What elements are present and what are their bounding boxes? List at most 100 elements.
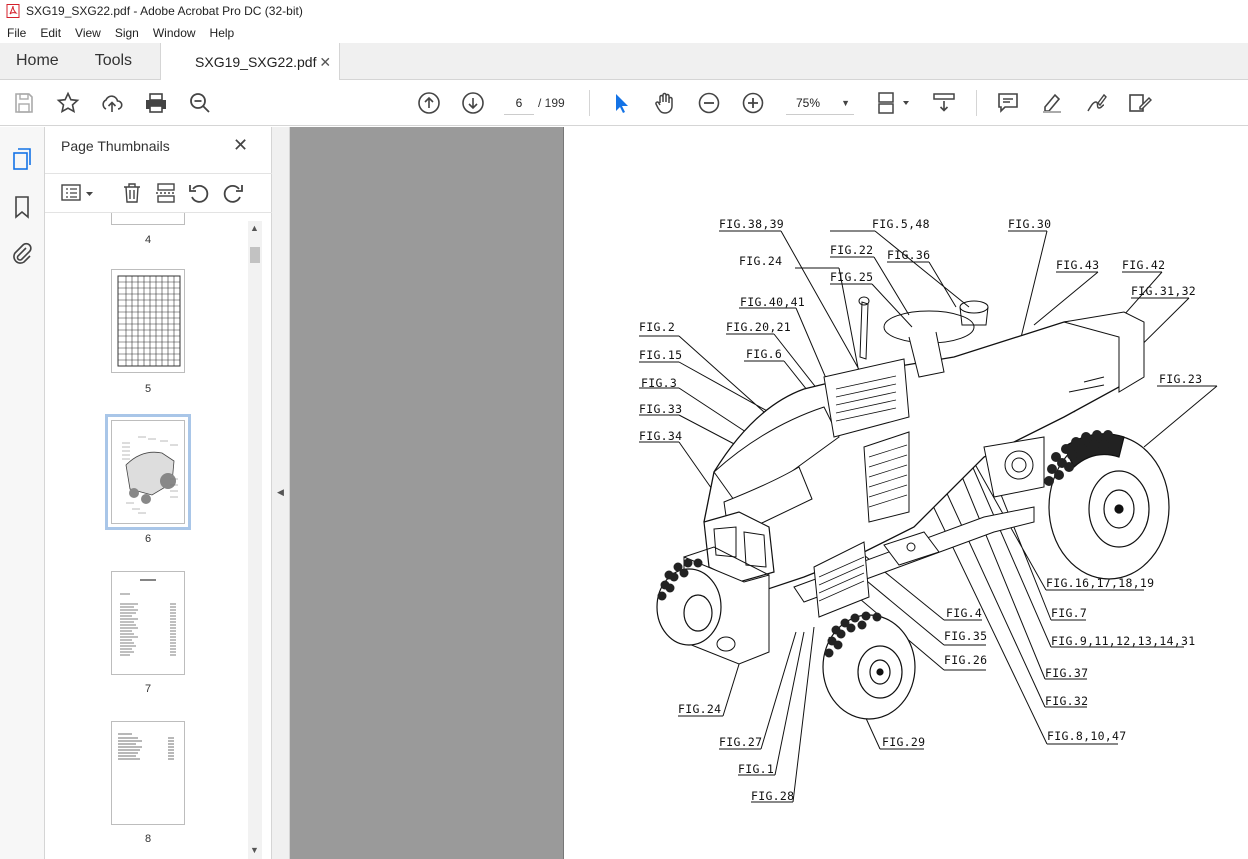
toolbar-divider [589,90,590,116]
previous-page-icon[interactable] [417,91,441,115]
diagram-label: FIG.6 [746,347,783,361]
diagram-label: FIG.22 [830,243,874,257]
page-number-input[interactable]: 6 [504,91,534,115]
diagram-label: FIG.27 [719,735,763,749]
attachment-icon[interactable] [10,241,34,265]
delete-icon[interactable] [121,182,143,204]
scrolling-mode-icon[interactable] [932,91,956,115]
diagram-label: FIG.1 [738,762,775,776]
toolbar: 6 / 199 75% ▼ [0,80,1248,126]
print-icon[interactable] [144,91,168,115]
title-bar: SXG19_SXG22.pdf - Adobe Acrobat Pro DC (… [0,0,1248,22]
panel-collapse-handle[interactable]: ◀ [272,127,290,859]
diagram-label: FIG.30 [1008,217,1052,231]
panel-title: Page Thumbnails [61,138,170,154]
page-thumbnail[interactable] [111,721,185,825]
tab-document[interactable]: SXG19_SXG22.pdf ✕ [160,43,341,81]
comment-icon[interactable] [996,91,1020,115]
fit-page-icon[interactable] [876,91,912,115]
menu-file[interactable]: File [7,25,27,40]
menu-edit[interactable]: Edit [40,25,62,40]
chevron-down-icon: ▼ [841,98,850,108]
thumbnail-scrollbar[interactable]: ▲ ▼ [248,221,262,859]
thumbnail-list: 4 5 6 [45,213,257,859]
diagram-label: FIG.40,41 [740,295,806,309]
diagram-label: FIG.33 [639,402,683,416]
diagram-label: FIG.24 [678,702,722,716]
diagram-label: FIG.16,17,18,19 [1046,576,1155,590]
diagram-label: FIG.42 [1122,258,1166,272]
sign-icon[interactable] [1084,91,1108,115]
left-rail [0,127,45,859]
diagram-label: FIG.15 [639,348,683,362]
page-thumbnail-label: 4 [144,234,152,246]
diagram-label: FIG.43 [1056,258,1100,272]
diagram-label: FIG.25 [830,270,874,284]
window-title: SXG19_SXG22.pdf - Adobe Acrobat Pro DC (… [26,4,303,18]
scroll-down-icon[interactable]: ▼ [250,845,259,855]
tab-bar: Home Tools SXG19_SXG22.pdf ✕ [0,43,1248,81]
star-icon[interactable] [56,91,80,115]
bookmark-icon[interactable] [10,195,34,219]
tab-home[interactable]: Home [16,52,59,69]
diagram-label: FIG.4 [946,606,983,620]
diagram-label: FIG.26 [944,653,988,667]
upload-cloud-icon[interactable] [100,91,124,115]
options-menu-icon[interactable] [61,182,95,204]
diagram-label: FIG.38,39 [719,217,785,231]
page-thumbnail-label: 5 [144,383,152,395]
next-page-icon[interactable] [461,91,485,115]
contents-page-preview [120,579,176,656]
zoom-level-select[interactable]: 75% ▼ [786,91,854,115]
page-total: / 199 [538,96,565,110]
tab-tools[interactable]: Tools [94,52,133,69]
save-icon[interactable] [12,91,36,115]
diagram-label: FIG.20,21 [726,320,792,334]
diagram-label: FIG.31,32 [1131,284,1197,298]
close-panel-icon[interactable]: ✕ [233,135,249,155]
page-thumbnail-selected[interactable] [105,414,191,530]
diagram-label: FIG.7 [1051,606,1088,620]
page-thumbnail-label: 8 [144,833,152,845]
diagram-label: FIG.35 [944,629,988,643]
menu-view[interactable]: View [75,25,101,40]
scroll-up-icon[interactable]: ▲ [250,223,259,233]
rotate-left-icon[interactable] [188,182,210,204]
chevron-left-icon[interactable]: ◀ [277,487,284,497]
highlight-pen-icon[interactable] [1040,91,1064,115]
zoom-out-icon[interactable] [697,91,721,115]
diagram-page-preview [122,436,178,514]
hand-tool-icon[interactable] [653,91,677,115]
zoom-level-value: 75% [796,96,821,110]
menu-help[interactable]: Help [209,25,235,40]
select-cursor-icon[interactable] [609,91,633,115]
diagram-label: FIG.5,48 [872,217,930,231]
diagram-label: FIG.29 [882,735,926,749]
rotate-right-icon[interactable] [222,182,244,204]
document-viewport[interactable]: FIG.38,39 FIG.5,48 FIG.30 FIG.22 FIG.36 … [290,127,1248,859]
diagram-label: FIG.3 [641,376,678,390]
page-thumbnail[interactable] [111,213,185,225]
zoom-in-icon[interactable] [741,91,765,115]
page-thumbnail[interactable] [111,571,185,675]
fill-and-sign-icon[interactable] [1128,91,1152,115]
scrollbar-thumb[interactable] [250,247,260,263]
close-tab-icon[interactable]: ✕ [319,53,332,70]
acrobat-icon [6,4,20,18]
insert-pages-icon[interactable] [155,182,177,204]
diagram-label: FIG.9,11,12,13,14,31 [1051,634,1196,648]
page-thumbnails-icon[interactable] [10,147,34,171]
panel-toolbar [45,173,272,213]
tab-document-label: SXG19_SXG22.pdf [195,54,317,70]
toolbar-divider [976,90,977,116]
tractor-exploded-diagram [639,230,1218,803]
list-page-preview [118,733,174,760]
thumbnails-panel: Page Thumbnails ✕ 4 5 [45,127,272,859]
menu-window[interactable]: Window [152,25,196,40]
menu-sign[interactable]: Sign [114,25,139,40]
diagram-label: FIG.28 [751,789,795,803]
diagram-label: FIG.2 [639,320,676,334]
zoom-search-icon[interactable] [188,91,212,115]
page-thumbnail[interactable] [111,269,185,373]
diagram-label: FIG.34 [639,429,683,443]
